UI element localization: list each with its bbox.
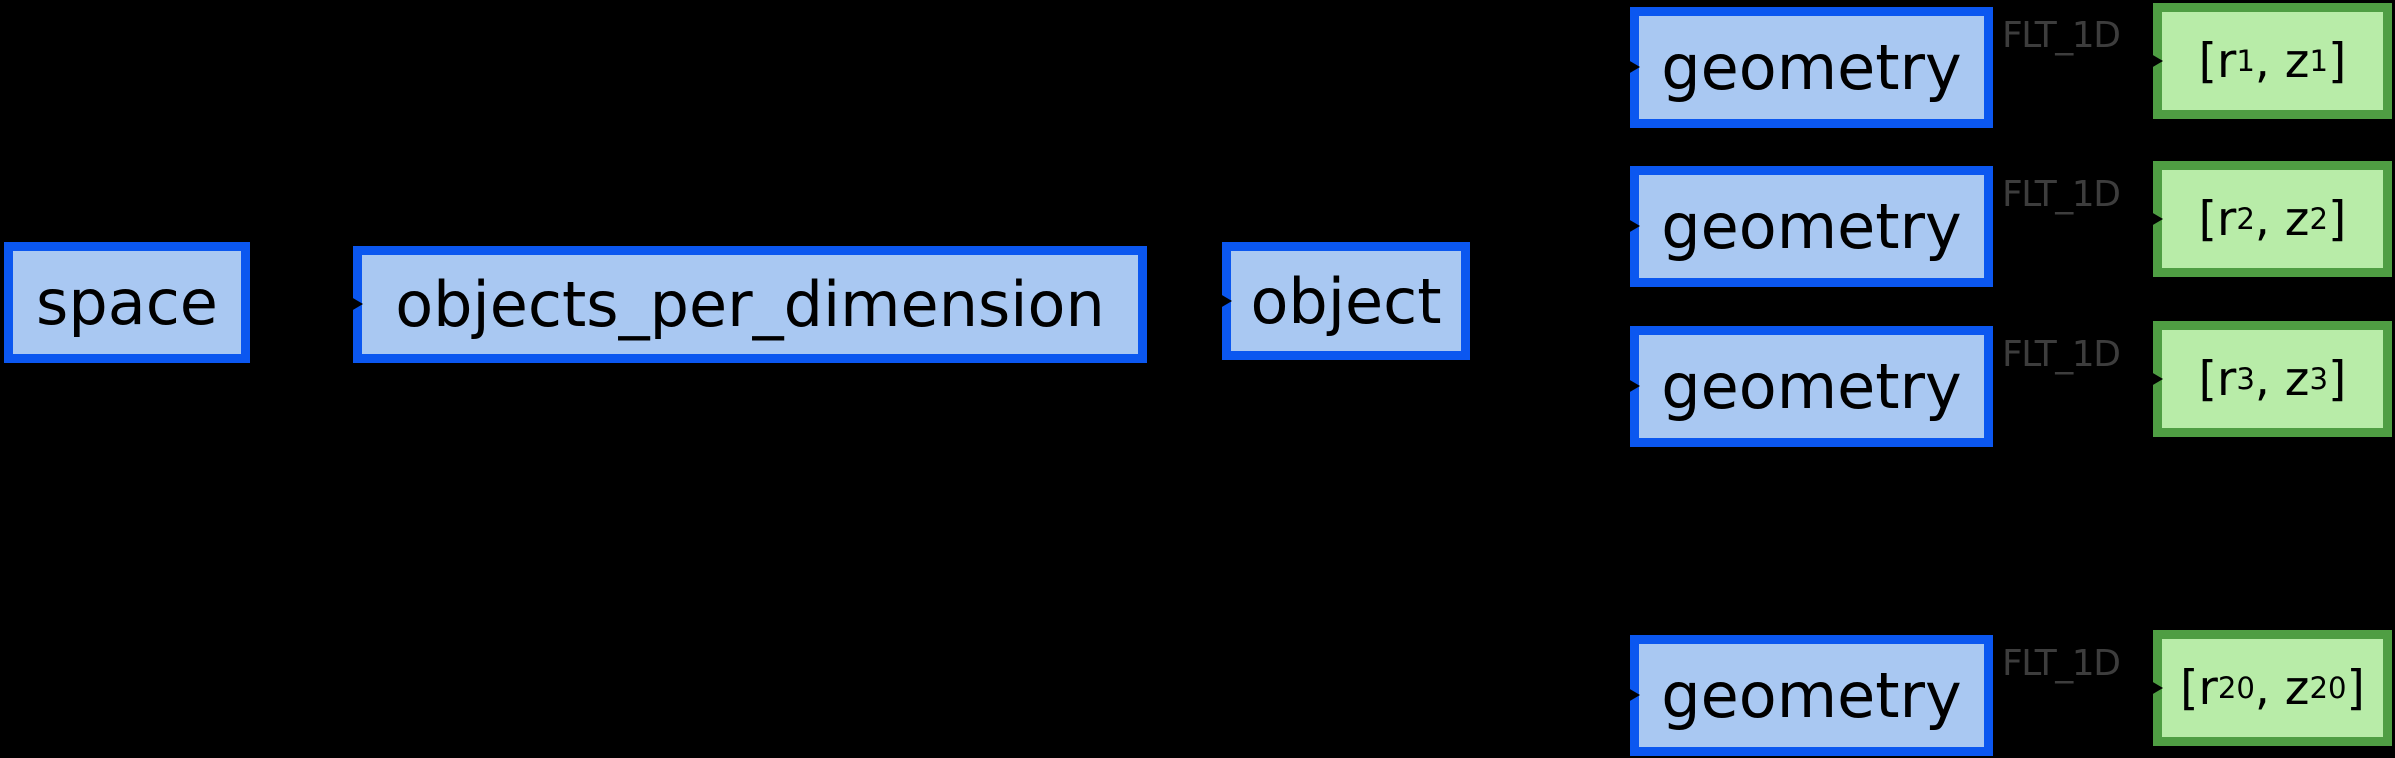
arrowhead-icon bbox=[1618, 54, 1640, 80]
arrowhead-icon bbox=[1618, 213, 1640, 239]
arrowhead-icon bbox=[1618, 373, 1640, 399]
rz-mid: , z bbox=[2254, 191, 2310, 247]
rz-close: ] bbox=[2327, 33, 2347, 89]
rz-mid: , z bbox=[2254, 351, 2310, 407]
edge-label-flt1d: FLT_1D bbox=[2002, 15, 2121, 56]
node-space: space bbox=[4, 242, 250, 363]
node-objects-per-dimension: objects_per_dimension bbox=[353, 246, 1147, 363]
arrowhead-icon bbox=[2141, 366, 2163, 392]
rz-open: [r bbox=[2198, 33, 2237, 89]
node-object: object bbox=[1222, 242, 1470, 360]
rz-close: ] bbox=[2327, 351, 2347, 407]
rz-open: [r bbox=[2198, 351, 2237, 407]
rz-open: [r bbox=[2198, 191, 2237, 247]
rz-close: ] bbox=[2346, 660, 2365, 716]
node-geometry: geometry bbox=[1630, 326, 1993, 447]
edge-label-flt1d: FLT_1D bbox=[2002, 334, 2121, 375]
arrowhead-icon bbox=[2141, 48, 2163, 74]
rz-open: [r bbox=[2180, 660, 2218, 716]
rz-close: ] bbox=[2327, 191, 2347, 247]
edge-label-flt1d: FLT_1D bbox=[2002, 643, 2121, 684]
arrowhead-icon bbox=[1618, 682, 1640, 708]
node-geometry: geometry bbox=[1630, 7, 1993, 128]
arrowhead-icon bbox=[1210, 288, 1232, 314]
arrowhead-icon bbox=[341, 291, 363, 317]
edge-label-flt1d: FLT_1D bbox=[2002, 174, 2121, 215]
node-geometry: geometry bbox=[1630, 635, 1993, 756]
arrowhead-icon bbox=[2141, 206, 2163, 232]
arrowhead-icon bbox=[2141, 675, 2163, 701]
rz-mid: , z bbox=[2254, 660, 2310, 716]
rz-mid: , z bbox=[2254, 33, 2310, 89]
node-geometry: geometry bbox=[1630, 166, 1993, 287]
